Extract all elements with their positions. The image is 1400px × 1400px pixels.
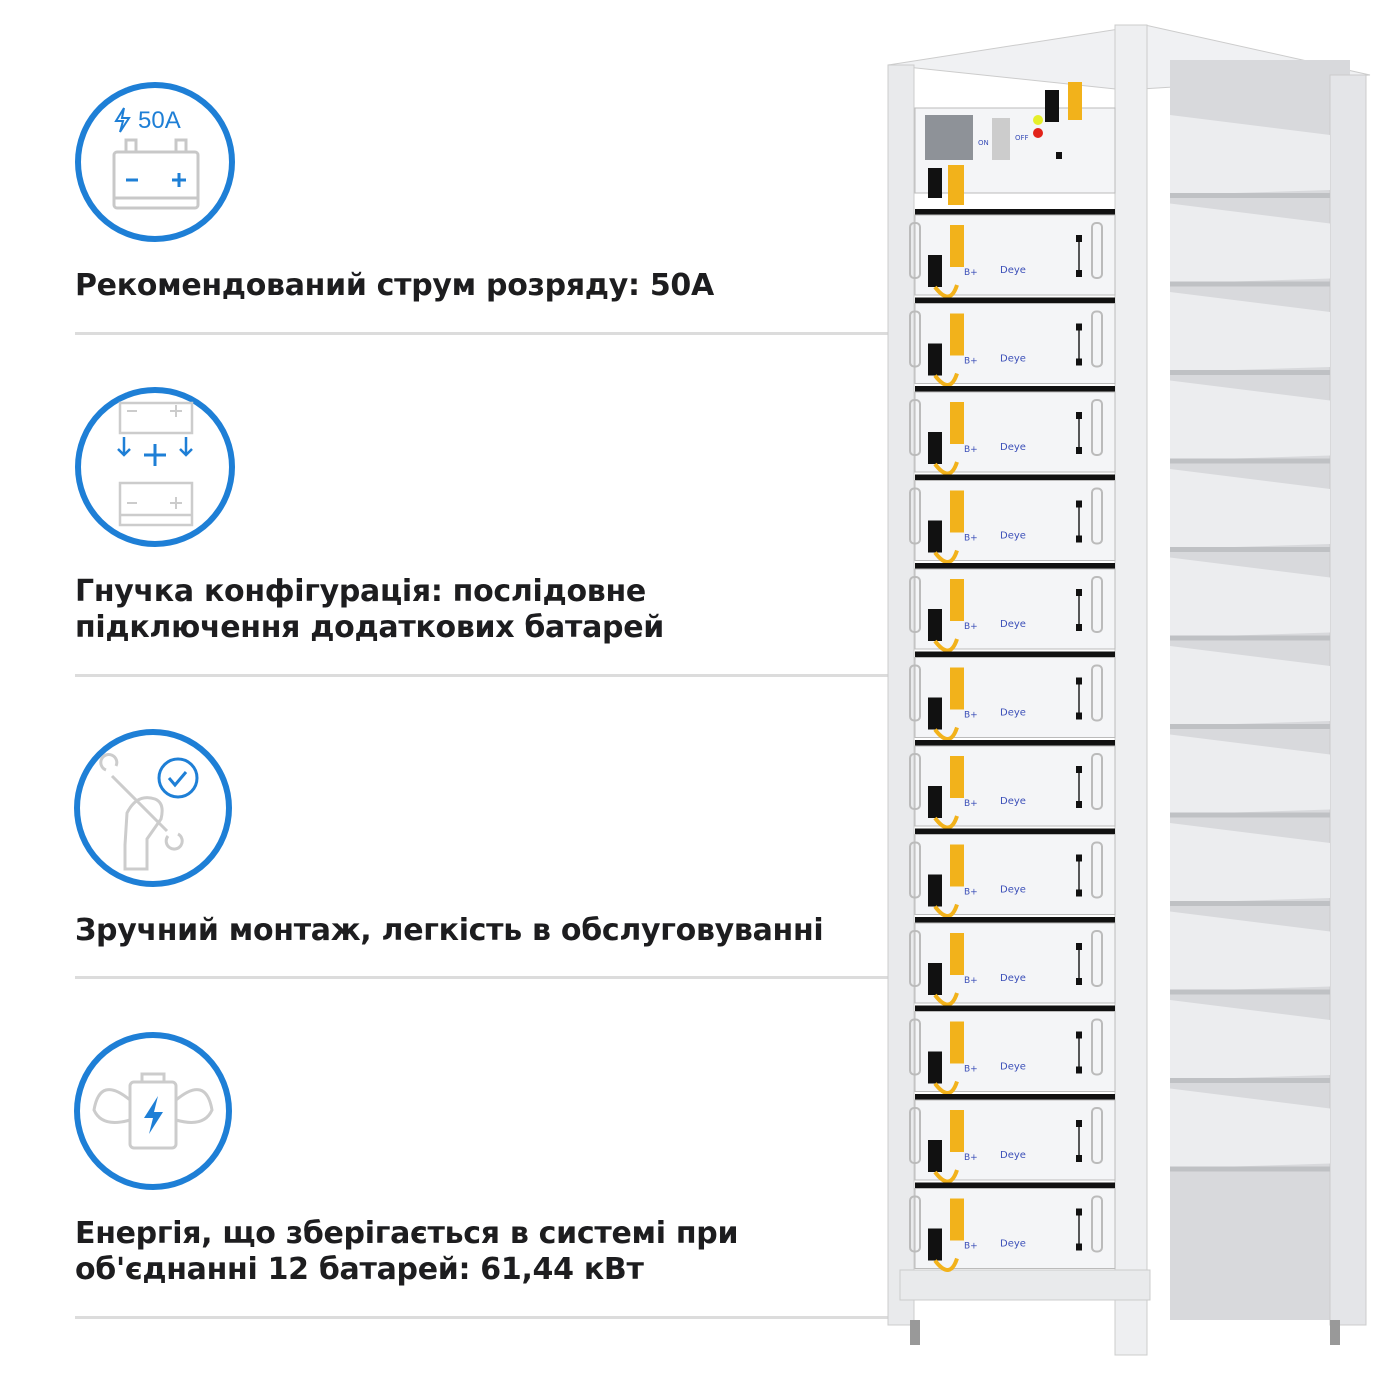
brand-label: Deye <box>1000 973 1026 984</box>
cable-connector <box>950 1021 964 1064</box>
power-plug <box>928 786 942 818</box>
controller-off-label: OFF <box>1015 134 1029 142</box>
brand-label: Deye <box>1000 1239 1026 1250</box>
power-plug <box>928 343 942 376</box>
terminal-label: B+ <box>964 622 978 632</box>
power-plug <box>928 255 942 287</box>
feature-stored-energy: Енергія, що зберігається в системі при о… <box>75 1216 739 1287</box>
brand-label: Deye <box>1000 354 1026 365</box>
feature-flexible-config: Гнучка конфігурація: послідовне підключе… <box>75 574 664 645</box>
brand-label: Deye <box>1000 885 1026 896</box>
cable-connector <box>950 667 964 710</box>
cable-connector <box>950 933 964 975</box>
rack-shelf <box>1170 115 1330 198</box>
rack-shelf <box>1170 1000 1330 1083</box>
battery-module: B+ Deye <box>909 474 1116 564</box>
power-plug <box>928 520 942 553</box>
divider <box>75 674 890 677</box>
terminal-label: B+ <box>964 888 978 898</box>
rack-shelf <box>1170 557 1330 641</box>
controller-module: ON OFF <box>914 82 1116 205</box>
divider <box>75 976 890 979</box>
brand-label: Deye <box>1000 1062 1026 1073</box>
controller-on-label: ON <box>978 139 989 147</box>
feature-discharge-current: Рекомендований струм розряду: 50А <box>75 268 714 303</box>
cable-connector <box>950 1110 964 1152</box>
battery-module: B+ Deye <box>909 651 1116 741</box>
brand-label: Deye <box>1000 1150 1026 1161</box>
terminal-label: B+ <box>964 445 978 455</box>
battery-module: B+ Deye <box>909 1182 1116 1272</box>
power-plug <box>928 963 942 995</box>
battery-module: B+ Deye <box>909 740 1116 830</box>
wrench-hand-check-icon <box>74 729 232 887</box>
terminal-label: B+ <box>964 1242 978 1252</box>
brand-label: Deye <box>1000 619 1026 630</box>
battery-module: B+ Deye <box>909 209 1116 299</box>
battery-module: B+ Deye <box>909 386 1116 476</box>
battery-module: B+ Deye <box>909 1005 1116 1095</box>
rack-shelf <box>1170 469 1330 552</box>
cable-connector <box>950 490 964 533</box>
brand-label: Deye <box>1000 442 1026 453</box>
divider <box>75 332 890 335</box>
brand-label: Deye <box>1000 531 1026 542</box>
rack-shelf <box>1170 823 1330 906</box>
brand-label: Deye <box>1000 265 1026 276</box>
cable-connector <box>950 1198 964 1241</box>
terminal-label: B+ <box>964 268 978 278</box>
current-badge: 50A <box>138 107 181 134</box>
battery-module: B+ Deye <box>909 297 1116 387</box>
power-plug <box>928 1228 942 1261</box>
power-plug <box>928 697 942 730</box>
terminal-label: B+ <box>964 711 978 721</box>
terminal-label: B+ <box>964 799 978 809</box>
power-plug <box>928 1051 942 1084</box>
rack-shelf <box>1170 1088 1330 1172</box>
rack-shelf <box>1170 911 1330 995</box>
power-plug <box>928 1140 942 1172</box>
terminal-label: B+ <box>964 1153 978 1163</box>
battery-series-icon <box>75 387 235 547</box>
terminal-label: B+ <box>964 357 978 367</box>
cable-connector <box>950 756 964 798</box>
brand-label: Deye <box>1000 708 1026 719</box>
rack-shelf <box>1170 646 1330 729</box>
terminal-label: B+ <box>964 1065 978 1075</box>
battery-rack-image: B+DeyeB+DeyeB+DeyeB+DeyeB+DeyeB+DeyeB+De… <box>887 24 1371 1356</box>
battery-module: B+ Deye <box>909 563 1116 653</box>
battery-module: B+ Deye <box>909 1094 1116 1184</box>
cable-connector <box>950 844 964 887</box>
terminal-label: B+ <box>964 976 978 986</box>
power-plug <box>928 609 942 641</box>
cable-connector <box>950 579 964 621</box>
brand-label: Deye <box>1000 796 1026 807</box>
battery-module: B+ Deye <box>909 828 1116 918</box>
battery-module: B+ Deye <box>909 917 1116 1007</box>
battery-50a-icon: 50A <box>75 82 235 242</box>
cable-connector <box>950 402 964 444</box>
terminal-label: B+ <box>964 534 978 544</box>
strong-battery-icon <box>74 1032 232 1190</box>
feature-easy-mounting: Зручний монтаж, легкість в обслуговуванн… <box>75 913 824 948</box>
rack-shelf <box>1170 734 1330 818</box>
power-plug <box>928 432 942 464</box>
rack-shelf <box>1170 380 1330 464</box>
power-plug <box>928 874 942 907</box>
rack-shelf <box>1170 292 1330 375</box>
divider <box>75 1316 890 1319</box>
rack-shelf <box>1170 203 1330 287</box>
cable-connector <box>950 225 964 267</box>
cable-connector <box>950 313 964 356</box>
